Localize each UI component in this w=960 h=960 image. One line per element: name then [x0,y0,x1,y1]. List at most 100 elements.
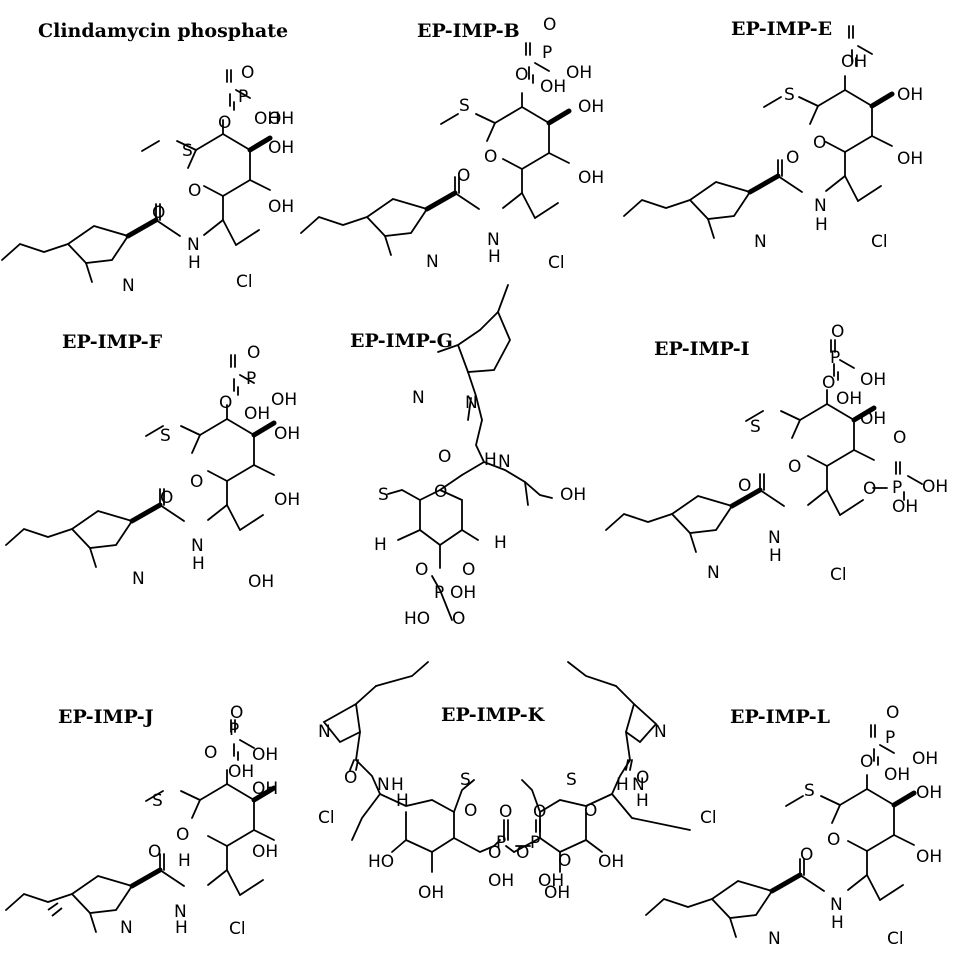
atom-O: O [247,343,260,363]
atom-N: N [768,528,781,548]
atom-H: H [616,775,629,795]
atom-O: O [822,373,835,393]
atom-O: O [438,447,451,467]
atom-S: S [460,770,471,790]
atom-N: N [187,235,200,255]
atom-H: H [178,851,191,871]
atom-O: O [204,743,217,763]
atom-N: N [768,929,781,949]
atom-OH: OH [268,138,294,158]
atom-OH: OH [418,883,444,903]
atom-H: H [374,535,387,555]
atom-Cl: Cl [318,808,335,828]
atom-Cl: Cl [700,808,717,828]
atom-OH: OH [268,109,294,129]
atom-O: O [860,752,873,772]
atom-O: O [863,479,876,499]
atom-O: O [584,801,597,821]
atom-O: O [190,472,203,492]
atom-Cl: Cl [548,253,565,273]
atom-O: O [230,703,243,723]
atom-OH: OH [538,871,564,891]
atom-Cl: Cl [236,272,253,292]
atom-OH: OH [912,749,938,769]
atom-OH: OH [566,63,592,83]
atom-S: S [378,485,389,505]
atom-N: N [632,775,645,795]
atom-OH: OH [271,390,297,410]
structure-ep-imp-f: S O O P O OH OH OH OH O N H N OH [6,343,300,592]
atom-OH: OH [897,85,923,105]
atom-HO: HO [404,609,430,629]
atom-OH: OH [544,883,570,903]
structure-ep-imp-l: S O O P O OH OH OH OH O N H N Cl [646,703,942,949]
atom-OH: OH [228,762,254,782]
atom-N: N [830,895,843,915]
atom-OH: OH [252,779,278,799]
title-ep-imp-i: EP-IMP-I [654,338,750,360]
atom-P: P [434,583,444,603]
atom-P: P [542,43,552,63]
atom-O: O [788,457,801,477]
atom-N: N [377,775,390,795]
atom-Cl: Cl [871,232,888,252]
atom-N: N [498,452,511,472]
atom-H: H [488,247,501,267]
title-ep-imp-g: EP-IMP-G [350,330,453,352]
atom-O: O [636,768,649,788]
atom-O: O [738,476,751,496]
atom-P: P [530,833,540,853]
atom-O: O [558,851,571,871]
atom-O: O [344,768,357,788]
atom-S: S [182,141,193,161]
atom-O: O [488,843,501,863]
atom-OH: OH [916,783,942,803]
atom-OH: OH [836,389,862,409]
atom-OH: OH [578,168,604,188]
title-ep-imp-e: EP-IMP-E [731,18,833,40]
atom-O: O [499,802,512,822]
atom-OH: OH [248,572,274,592]
atom-O: O [786,148,799,168]
structure-ep-imp-b: S O O P O OH OH OH OH O N H N Cl [301,15,604,273]
atom-O: O [415,560,428,580]
atom-HO: HO [368,852,394,872]
title-ep-imp-l: EP-IMP-L [730,706,831,728]
atom-N: N [654,722,667,742]
atom-S: S [152,791,163,811]
atom-OH: OH [897,149,923,169]
atom-P: P [238,87,248,107]
atom-O: O [516,843,529,863]
atom-N: N [191,536,204,556]
atom-O: O [827,830,840,850]
atom-N: N [707,563,720,583]
atom-O: O [188,181,201,201]
atom-H: H [175,918,188,938]
atom-OH: OH [892,497,918,517]
atom-OH: OH [922,477,948,497]
atom-OH: OH [252,745,278,765]
atom-O: O [484,147,497,167]
structure-ep-imp-g [387,284,553,621]
title-clindamycin-phosphate: Clindamycin phosphate [38,20,289,42]
atom-P: P [892,478,902,498]
atom-O: O [452,609,465,629]
atom-H: H [636,791,649,811]
structure-ep-imp-j: S O O P O OH OH OH OH H O N H N Cl [6,703,278,939]
atom-O: O [218,113,231,133]
atom-OH: OH [860,409,886,429]
atom-O: O [148,842,161,862]
atom-O: O [813,133,826,153]
atom-H: H [831,913,844,933]
atom-O: O [886,703,899,723]
atom-OH: OH [254,109,280,129]
atom-H: H [192,554,205,574]
structure-ep-imp-i: S O O P O OH OH OH O P O OH OH O N H N C… [606,322,948,585]
atom-H: H [188,253,201,273]
atom-O: O [219,393,232,413]
atom-OH: OH [488,871,514,891]
atom-H: H [484,450,497,470]
atom-N: N [465,393,478,413]
atom-O: O [893,428,906,448]
